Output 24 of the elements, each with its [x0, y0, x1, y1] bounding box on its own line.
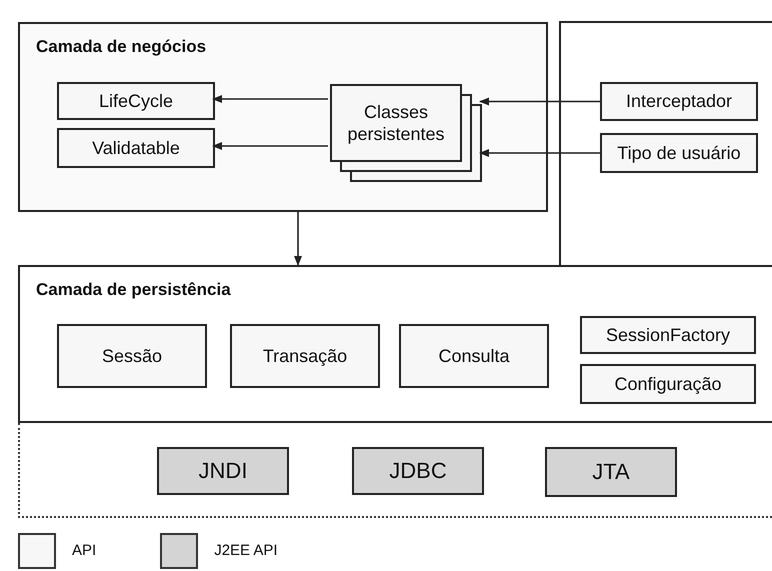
component-box: Validatable	[57, 128, 215, 168]
component-box: LifeCycle	[57, 82, 215, 120]
arrow	[212, 95, 328, 103]
layer-title: Camada de negócios	[36, 36, 206, 58]
layer-panel	[18, 22, 548, 212]
api-box: JNDI	[157, 447, 289, 495]
component-box: Tipo de usuário	[600, 133, 758, 173]
layer-panel	[18, 265, 772, 423]
api-box: JDBC	[352, 447, 484, 495]
component-box: Interceptador	[600, 82, 758, 121]
component-box: Sessão	[57, 324, 207, 388]
component-box: SessionFactory	[580, 316, 756, 354]
arrow	[294, 212, 302, 266]
dotted-band	[18, 423, 772, 518]
component-box: Configuração	[580, 364, 756, 404]
arrow	[479, 98, 600, 106]
arrow	[479, 149, 600, 157]
component-box: Transação	[230, 324, 380, 388]
api-box: JTA	[545, 447, 677, 497]
legend-label: API	[72, 540, 96, 561]
legend-label: J2EE API	[214, 540, 278, 561]
arrow	[212, 142, 328, 150]
component-box: Consulta	[399, 324, 549, 388]
layer-title: Camada de persistência	[36, 279, 231, 301]
